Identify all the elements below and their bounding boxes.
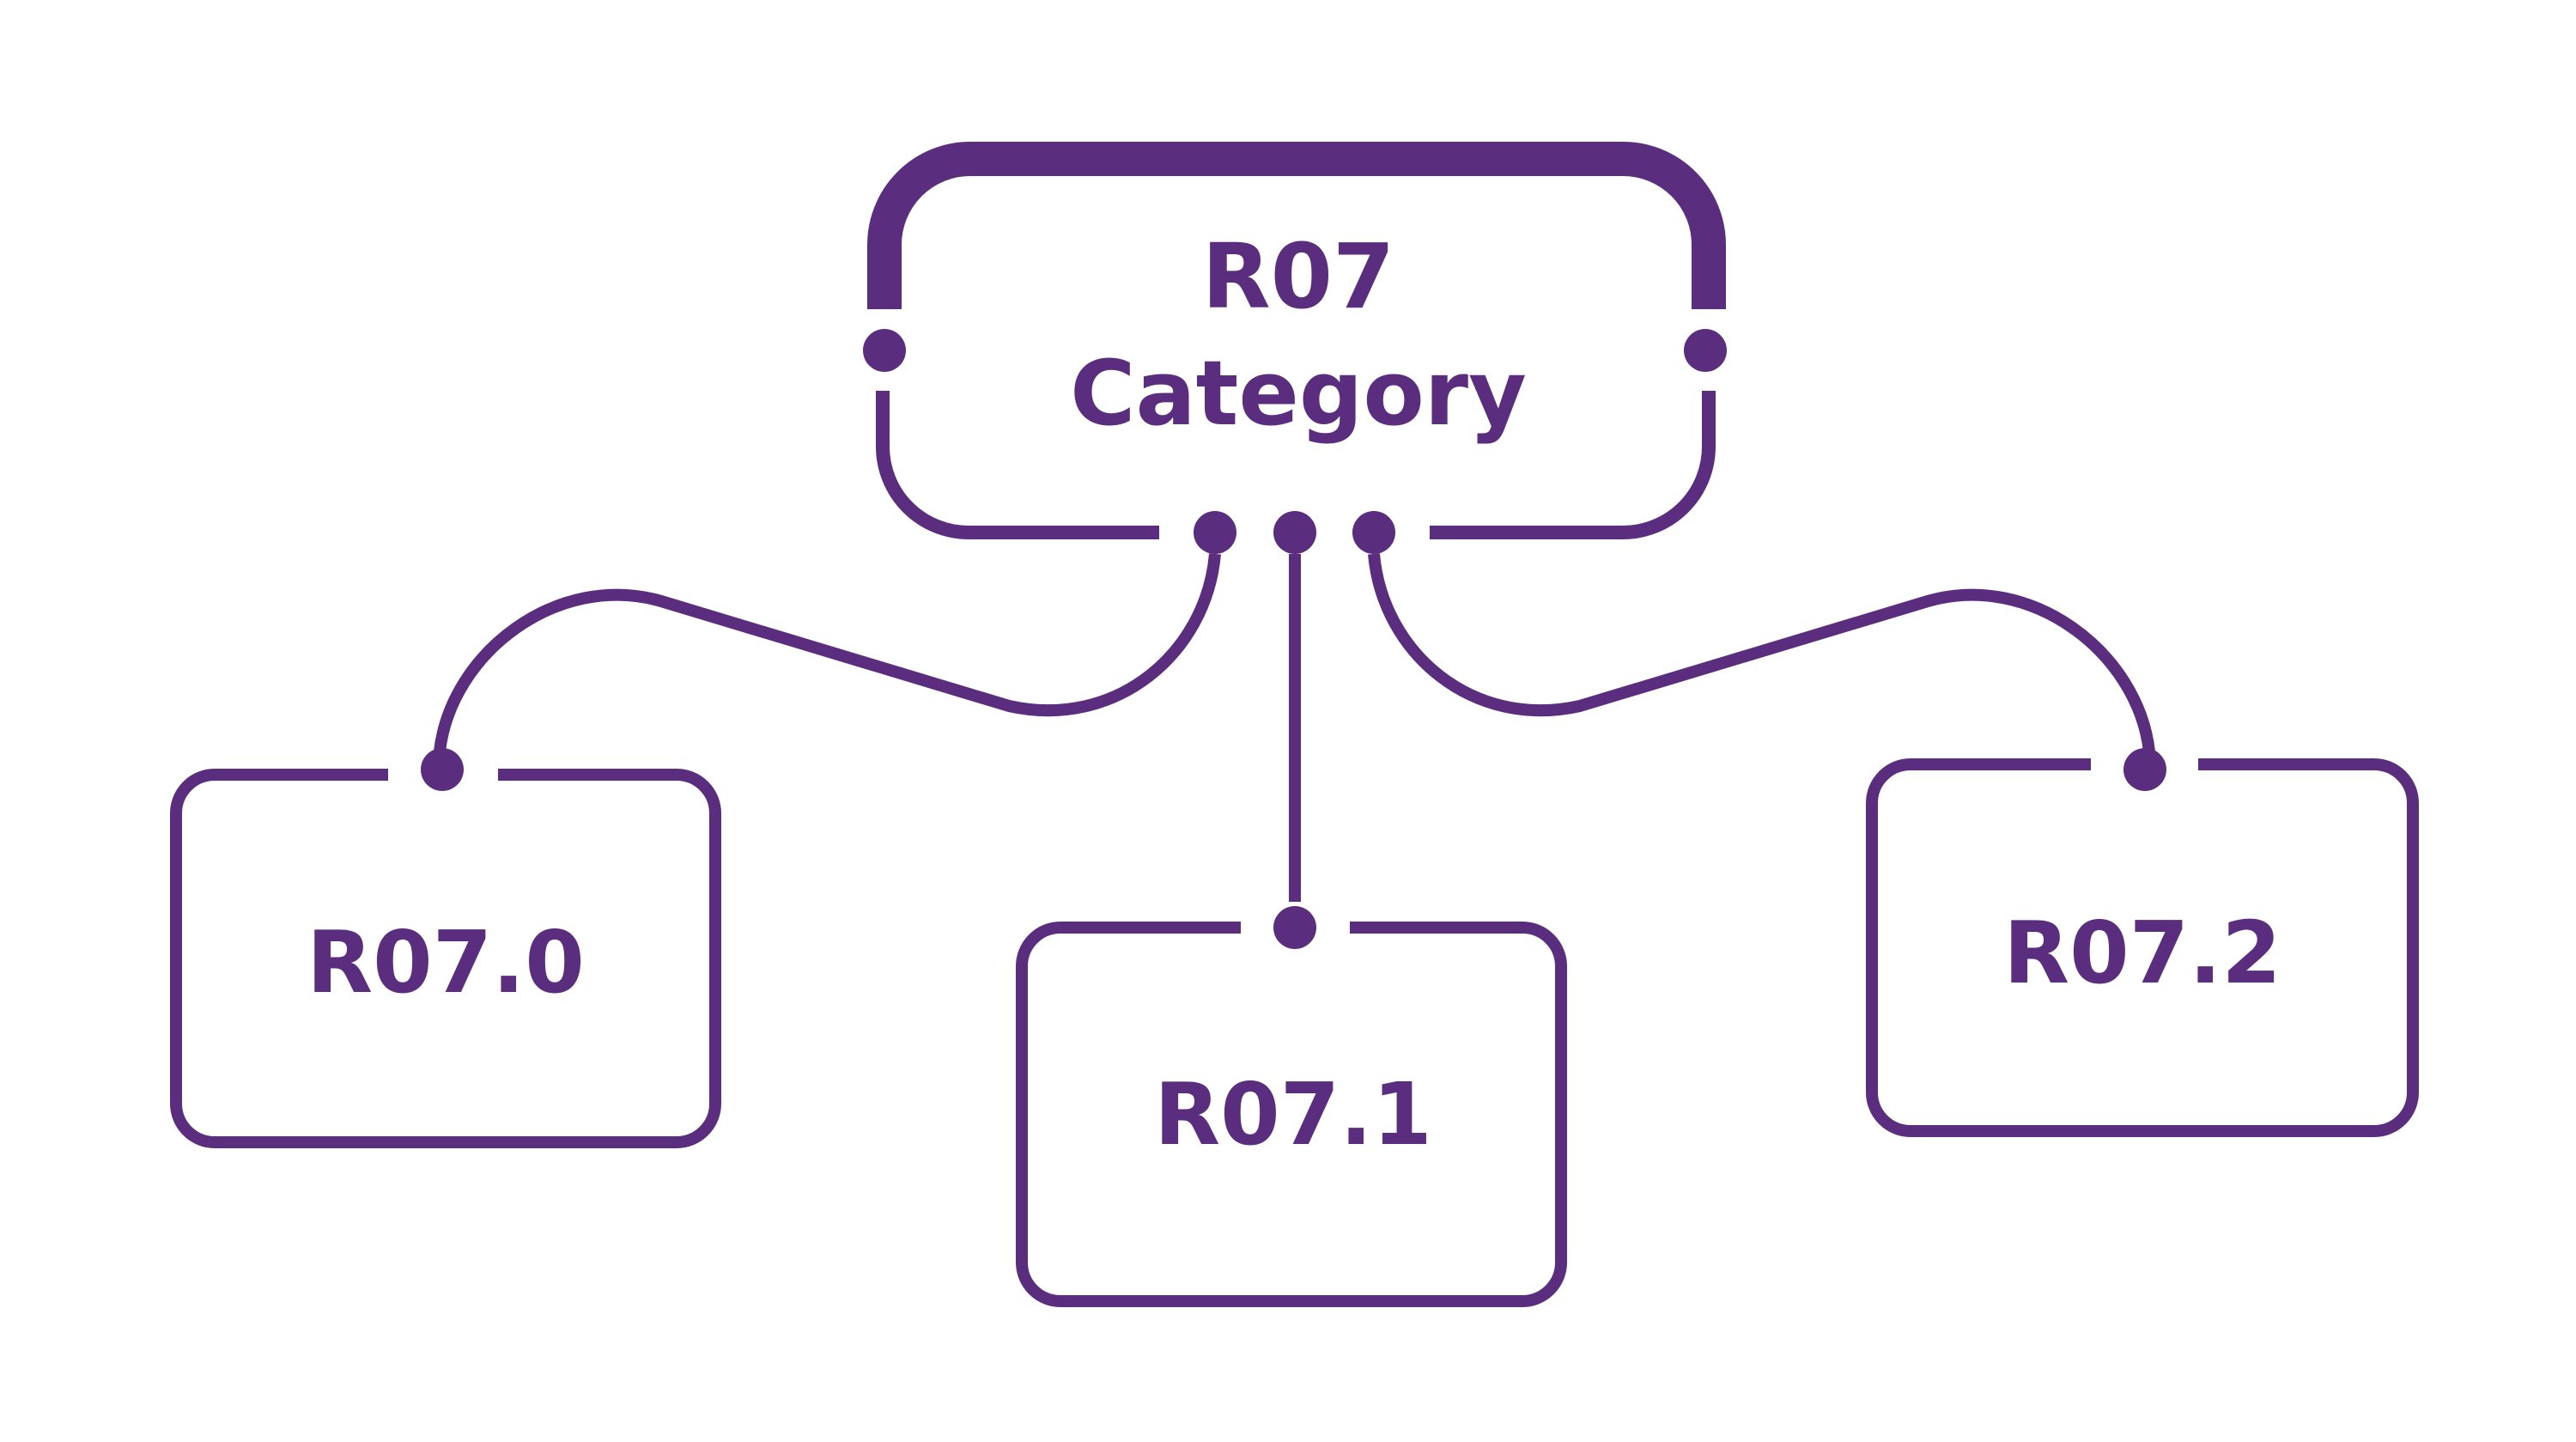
root-left-dot [863,329,906,372]
r070-label: R07.0 [307,912,585,1013]
child-node-r070: R07.0 [170,748,721,1148]
r072-top-dot [2123,748,2166,791]
root-node: R07 Category [863,142,1727,554]
root-title-line2: Category [1070,341,1527,446]
child-node-r072: R07.2 [1866,748,2419,1137]
r070-frame [170,769,721,1148]
root-frame-bottom-left [876,391,1159,539]
root-connector-dot-right [1352,511,1395,554]
r072-label: R07.2 [2003,903,2281,1003]
child-node-r071: R07.1 [1016,906,1567,1307]
r071-label: R07.1 [1154,1064,1432,1165]
connector-root-to-r072 [1368,553,2155,752]
root-frame-bottom-right [1430,391,1716,539]
r071-frame [1016,922,1567,1307]
root-right-dot [1684,329,1727,372]
root-connector-dot-left [1194,511,1236,554]
root-frame-top [867,142,1726,309]
connector-root-to-r070 [434,553,1221,752]
r070-top-dot [421,748,464,791]
r072-frame [1866,758,2419,1137]
r071-top-dot [1273,906,1316,949]
root-connector-dot-center [1273,511,1316,554]
root-title-line1: R07 [1202,224,1395,329]
